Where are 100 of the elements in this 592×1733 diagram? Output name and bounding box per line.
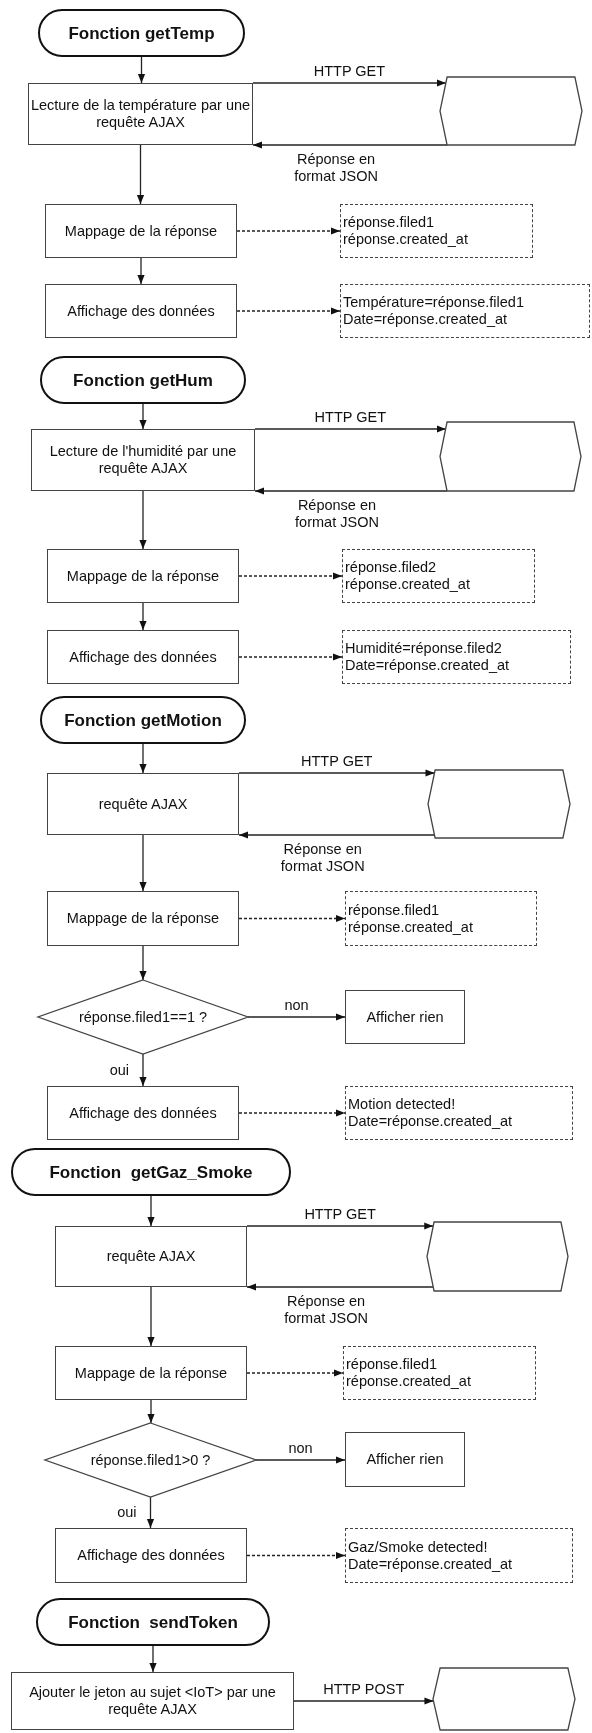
start-terminal: [36, 1598, 270, 1646]
arrow: [252, 79, 447, 87]
note-box: [345, 891, 537, 946]
box-label: Affichage des données: [77, 1547, 225, 1564]
box-label: Mappage de la réponse: [66, 567, 220, 585]
note-text: Date=réponse.created_at: [348, 1555, 513, 1573]
process-box: [31, 429, 255, 491]
process-box: [47, 773, 239, 835]
process-box: [47, 549, 239, 603]
note-box: [343, 1346, 536, 1400]
box-label: Mappage de la réponse: [74, 1364, 228, 1382]
hexagon-shape: [433, 1668, 575, 1730]
arrow: [293, 1697, 435, 1705]
terminal-label: Fonction getGaz_Smoke: [49, 1163, 253, 1181]
box-label: Lecture de l'humidité par une requête AJAX: [48, 443, 238, 477]
dashed-arrow: [238, 1109, 346, 1117]
arrow: [139, 490, 147, 550]
note-text: réponse.filed2: [345, 559, 437, 576]
arrow: [139, 743, 147, 774]
note-box: [345, 1528, 573, 1583]
note-text: réponse.created_at: [345, 576, 470, 593]
arrow: [246, 1222, 434, 1230]
arrow: [137, 56, 146, 84]
hexagon-shape: [427, 1222, 568, 1291]
arrow: [255, 1456, 346, 1464]
arrow: [139, 403, 147, 430]
dashed-arrow: [238, 572, 343, 580]
process-box: [47, 891, 239, 946]
note-box: [345, 1086, 573, 1140]
box-label: Afficher rien: [366, 1451, 444, 1468]
arrow: [139, 602, 147, 631]
process-box: [28, 83, 253, 145]
arrow: [254, 487, 448, 495]
process-box: [55, 1226, 247, 1287]
arrow: [252, 141, 448, 149]
note-text: Température=réponse.filed1: [343, 294, 524, 311]
arrow: [139, 834, 147, 892]
arrow: [147, 1399, 155, 1424]
hexagon-shape: [440, 77, 582, 145]
decision-diamond: [38, 980, 248, 1054]
note-text: Gaz/Smoke detected!: [348, 1538, 488, 1556]
box-label: requête AJAX: [98, 795, 188, 813]
process-box: [345, 990, 465, 1044]
arrow: [246, 1283, 434, 1291]
arrow: [247, 1013, 346, 1021]
start-terminal: [11, 1148, 291, 1196]
note-text: Motion detected!: [348, 1096, 456, 1113]
decision-diamond: [45, 1423, 256, 1497]
arrow: [254, 425, 447, 433]
process-box: [47, 1086, 239, 1140]
arrow: [149, 1645, 157, 1673]
terminal-label: Fonction getTemp: [68, 24, 215, 42]
box-label: Mappage de la réponse: [64, 222, 218, 240]
box-label: Afficher rien: [366, 1008, 444, 1026]
dashed-arrow: [246, 1369, 344, 1377]
process-box: [47, 630, 239, 684]
arrow: [238, 769, 436, 777]
note-text: réponse.created_at: [343, 231, 468, 248]
note-text: réponse.filed1: [346, 1356, 438, 1373]
arrow: [139, 945, 147, 981]
box-label: Affichage des données: [69, 648, 217, 666]
terminal-label: Fonction getHum: [73, 371, 213, 389]
note-text: réponse.created_at: [346, 1373, 471, 1390]
note-text: réponse.created_at: [348, 918, 473, 936]
start-terminal: [40, 356, 246, 404]
hexagon-shape: [440, 422, 581, 491]
dashed-arrow: [238, 914, 346, 923]
start-terminal: [38, 9, 245, 57]
note-text: Humidité=réponse.filed2: [345, 640, 502, 657]
box-label: Mappage de la réponse: [66, 910, 220, 927]
note-text: réponse.filed1: [343, 214, 435, 231]
condition-label: réponse.filed1>0 ?: [90, 1451, 211, 1469]
terminal-label: Fonction getMotion: [64, 711, 222, 729]
arrow: [136, 144, 145, 205]
terminal-label: Fonction sendToken: [68, 1613, 238, 1631]
process-box: [11, 1672, 294, 1730]
arrow: [147, 1286, 155, 1347]
note-text: Date=réponse.created_at: [343, 311, 508, 328]
box-label: Affichage des données: [69, 1104, 217, 1122]
dashed-arrow: [246, 1551, 346, 1560]
note-text: Date=réponse.created_at: [345, 657, 510, 674]
start-terminal: [40, 696, 246, 744]
arrow: [147, 1195, 155, 1227]
box-label: Lecture de la température par une requête AJAX: [29, 97, 252, 131]
note-box: [340, 204, 533, 258]
note-box: [340, 284, 590, 338]
process-box: [345, 1432, 465, 1487]
process-box: [55, 1528, 247, 1583]
note-box: [342, 630, 571, 684]
note-text: Date=réponse.created_at: [348, 1113, 513, 1130]
box-label: Ajouter le jeton au sujet <IoT> par une requête AJAX: [28, 1684, 277, 1718]
dashed-arrow: [236, 307, 341, 315]
box-label: Affichage des données: [67, 302, 215, 320]
dashed-arrow: [236, 227, 341, 235]
process-box: [55, 1346, 247, 1400]
note-box: [342, 549, 535, 603]
condition-label: réponse.filed1==1 ?: [78, 1008, 208, 1026]
dashed-arrow: [238, 653, 343, 661]
hexagon-shape: [428, 770, 570, 838]
process-box: [45, 284, 237, 338]
